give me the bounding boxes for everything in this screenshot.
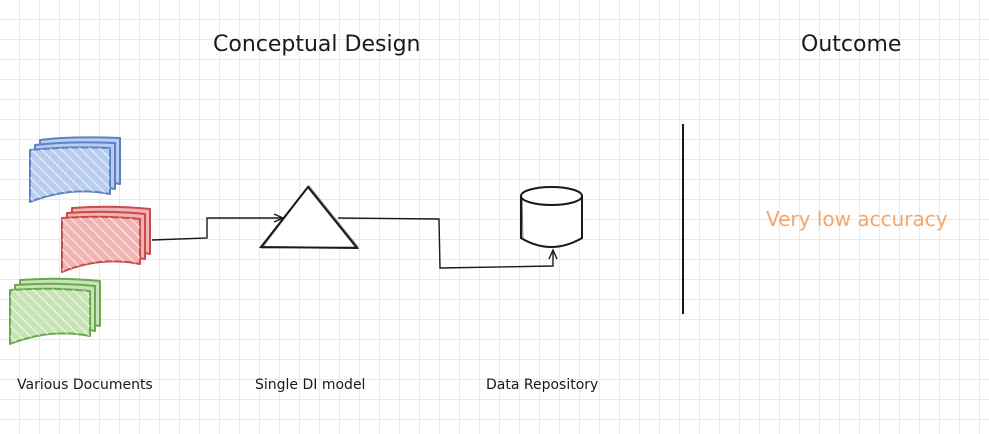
database-cylinder-icon — [520, 186, 583, 248]
data-repository-label: Data Repository — [486, 377, 599, 393]
connector-model-to-repository — [337, 217, 554, 269]
green-document-stack-icon — [9, 277, 101, 345]
arrowhead-icon — [548, 248, 558, 260]
model-triangle-sketch-line — [260, 185, 360, 249]
outcome-result-text: Very low accuracy — [766, 207, 948, 231]
conceptual-design-title: Conceptual Design — [213, 32, 421, 57]
red-document-stack-icon — [61, 205, 151, 273]
blue-document-stack-icon — [29, 136, 121, 203]
outcome-title: Outcome — [801, 32, 902, 57]
connector-docs-to-model — [151, 217, 282, 241]
various-documents-label: Various Documents — [17, 377, 153, 393]
single-di-model-label: Single DI model — [255, 377, 366, 393]
